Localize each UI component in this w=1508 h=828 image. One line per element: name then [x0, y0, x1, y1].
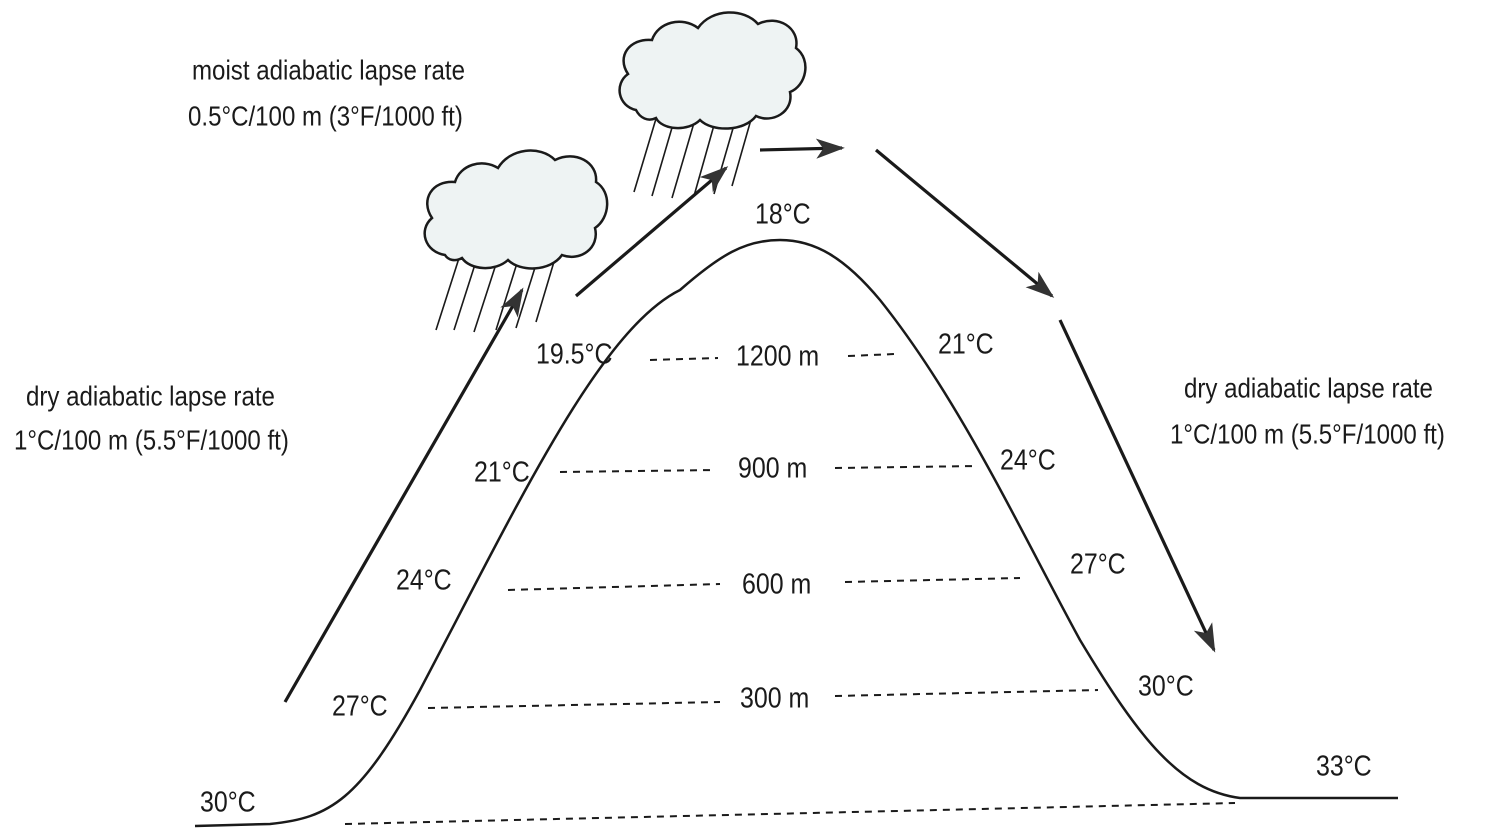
dry-lapse-rate-note-left: dry adiabatic lapse rate 1°C/100 m (5.5°… [14, 380, 289, 456]
rain-cloud-icon [423, 149, 609, 333]
dry-lapse-rate-value-left: 1°C/100 m (5.5°F/1000 ft) [14, 424, 289, 456]
altitude-label-900: 900 m [738, 452, 807, 484]
airflow-arrow-upslope [574, 166, 729, 298]
altitude-label-1200: 1200 m [736, 340, 819, 372]
altitude-label-600: 600 m [742, 568, 811, 600]
base-level-line [344, 802, 1236, 825]
leeward-temp-300: 30°C [1138, 670, 1194, 702]
airflow-arrow-leeward-upper [874, 148, 1055, 298]
moist-lapse-rate-note: moist adiabatic lapse rate 0.5°C/100 m (… [188, 54, 465, 132]
leeward-temp-900: 24°C [1000, 444, 1056, 476]
windward-temp-900: 21°C [474, 456, 530, 488]
windward-temp-1200: 19.5°C [536, 338, 612, 370]
windward-temp-600: 24°C [396, 564, 452, 596]
rain-cloud-icon-upper [618, 11, 807, 199]
airflow-arrow-summit [759, 138, 845, 159]
windward-temp-300: 27°C [332, 690, 388, 722]
dry-lapse-rate-title-right: dry adiabatic lapse rate [1184, 372, 1433, 404]
altitude-line-300 [427, 689, 1099, 709]
leeward-temp-base: 33°C [1316, 750, 1372, 782]
summit-temp: 18°C [755, 198, 811, 230]
moist-lapse-rate-value: 0.5°C/100 m (3°F/1000 ft) [188, 100, 463, 132]
airflow-arrow-leeward-lower [1058, 319, 1216, 653]
leeward-temp-600: 27°C [1070, 548, 1126, 580]
moist-lapse-rate-title: moist adiabatic lapse rate [192, 54, 465, 86]
altitude-label-300: 300 m [740, 682, 809, 714]
altitude-line-1200 [649, 353, 896, 361]
dry-lapse-rate-value-right: 1°C/100 m (5.5°F/1000 ft) [1170, 418, 1445, 450]
rain-streaks-upper [633, 111, 753, 199]
leeward-temp-1200: 21°C [938, 328, 994, 360]
windward-temp-base: 30°C [200, 786, 256, 818]
altitude-line-900 [559, 465, 979, 473]
altitude-line-600 [507, 577, 1021, 591]
dry-lapse-rate-note-right: dry adiabatic lapse rate 1°C/100 m (5.5°… [1170, 372, 1445, 450]
mountain-outline [194, 238, 1398, 828]
airflow-arrow-windward [283, 287, 524, 703]
dry-lapse-rate-title-left: dry adiabatic lapse rate [26, 380, 275, 412]
